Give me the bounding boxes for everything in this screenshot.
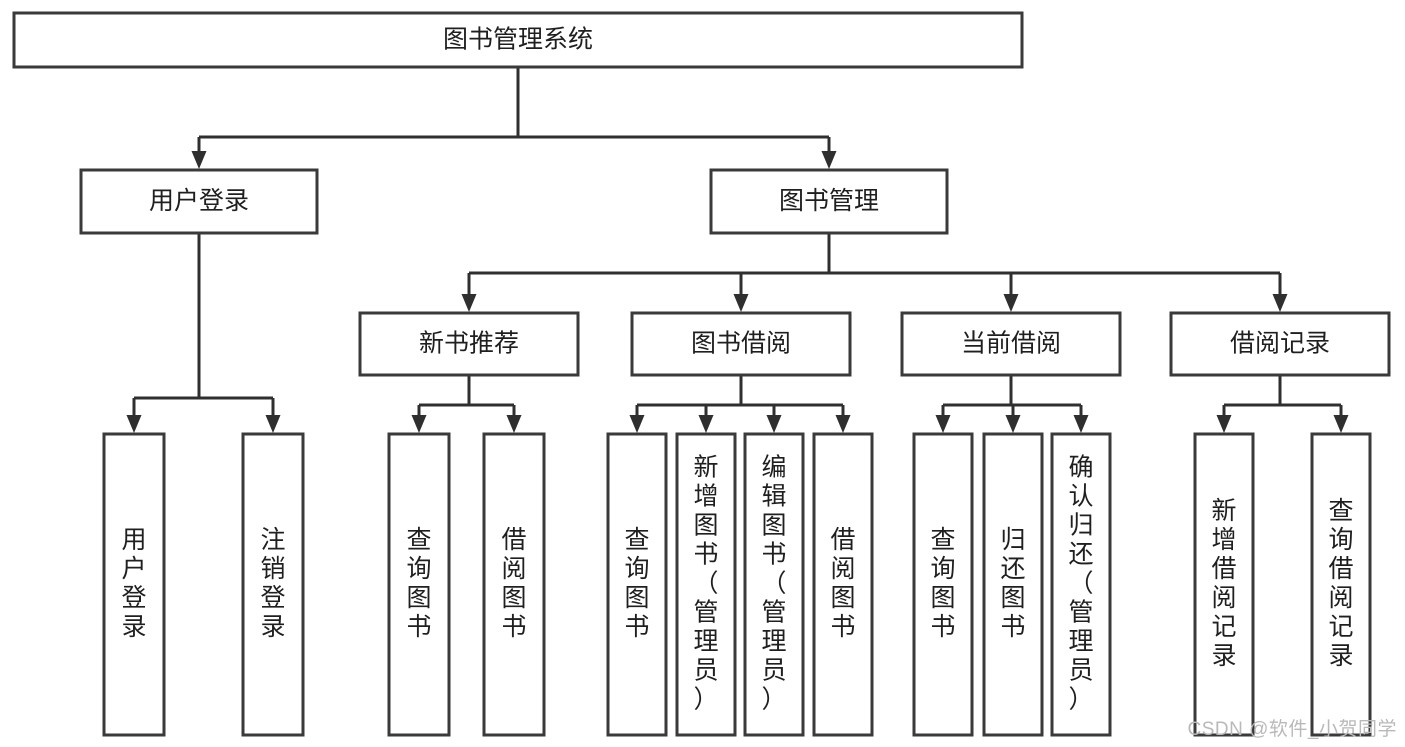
node-label: 新增借阅记录 (1211, 497, 1236, 670)
node-label: 查询图书 (624, 526, 649, 641)
node-l2a[interactable]: 新书推荐 (358, 311, 580, 377)
node-box (1310, 432, 1372, 737)
arrow-head-icon (629, 415, 645, 433)
node-n11[interactable]: 确认归还（管理员） (1050, 432, 1112, 737)
node-label: 图书管理 (779, 187, 879, 215)
arrow-head-icon (265, 415, 281, 433)
connector-layer (126, 67, 1349, 433)
arrow-head-icon (698, 415, 714, 433)
node-layer: 图书管理系统用户登录图书管理新书推荐图书借阅当前借阅借阅记录用户登录注销登录查询… (12, 11, 1391, 737)
node-label: 借阅图书 (501, 526, 526, 641)
node-n01[interactable]: 用户登录 (102, 432, 166, 737)
node-box (387, 432, 451, 737)
node-box (1193, 432, 1255, 737)
connector-group-l1a (126, 233, 281, 433)
arrow-head-icon (191, 151, 207, 169)
arrow-head-icon (461, 294, 477, 312)
node-n06[interactable]: 新增图书（管理员） (675, 432, 737, 737)
node-box (1050, 432, 1112, 737)
node-box (241, 432, 305, 737)
arrow-head-icon (733, 294, 749, 312)
connector-group-l2b (629, 375, 851, 433)
node-label: 归还图书 (1000, 526, 1025, 641)
arrow-head-icon (1333, 415, 1349, 433)
node-box (79, 168, 319, 235)
connector-group-root (191, 67, 837, 169)
node-label: 用户登录 (149, 187, 249, 215)
node-l2d[interactable]: 借阅记录 (1169, 311, 1391, 377)
node-label: 新增图书（管理员） (693, 453, 718, 713)
node-box (900, 311, 1122, 377)
node-label: 新书推荐 (419, 330, 519, 358)
node-n07[interactable]: 编辑图书（管理员） (743, 432, 805, 737)
arrow-head-icon (1216, 415, 1232, 433)
node-box (12, 11, 1024, 69)
node-l1b[interactable]: 图书管理 (709, 168, 949, 235)
node-n05[interactable]: 查询图书 (606, 432, 668, 737)
node-n04[interactable]: 借阅图书 (482, 432, 546, 737)
arrow-head-icon (835, 415, 851, 433)
connector-group-l2a (411, 375, 522, 433)
node-box (358, 311, 580, 377)
node-n08[interactable]: 借阅图书 (812, 432, 874, 737)
node-box (606, 432, 668, 737)
node-box (630, 311, 852, 377)
node-n13[interactable]: 查询借阅记录 (1310, 432, 1372, 737)
node-n10[interactable]: 归还图书 (982, 432, 1044, 737)
node-box (709, 168, 949, 235)
node-root[interactable]: 图书管理系统 (12, 11, 1024, 69)
arrow-head-icon (1073, 415, 1089, 433)
node-label: 借阅图书 (830, 526, 855, 641)
node-box (743, 432, 805, 737)
node-box (482, 432, 546, 737)
node-label: 确认归还（管理员） (1068, 453, 1093, 713)
node-l2c[interactable]: 当前借阅 (900, 311, 1122, 377)
node-n03[interactable]: 查询图书 (387, 432, 451, 737)
arrow-head-icon (1272, 294, 1288, 312)
node-label: 当前借阅 (961, 330, 1061, 358)
node-box (675, 432, 737, 737)
arrow-head-icon (821, 151, 837, 169)
node-box (982, 432, 1044, 737)
node-label: 图书借阅 (691, 330, 791, 358)
node-label: 图书管理系统 (443, 26, 593, 54)
node-label: 用户登录 (121, 526, 146, 641)
node-label: 查询图书 (930, 526, 955, 641)
node-label: 查询借阅记录 (1328, 497, 1353, 670)
arrow-head-icon (126, 415, 142, 433)
connector-group-l1b (461, 233, 1288, 312)
node-label: 借阅记录 (1230, 330, 1330, 358)
node-label: 注销登录 (260, 526, 285, 641)
connector-group-l2c (935, 375, 1089, 433)
node-n12[interactable]: 新增借阅记录 (1193, 432, 1255, 737)
connector-group-l2d (1216, 375, 1349, 433)
node-box (1169, 311, 1391, 377)
node-n09[interactable]: 查询图书 (912, 432, 974, 737)
arrow-head-icon (766, 415, 782, 433)
node-label: 编辑图书（管理员） (761, 453, 786, 713)
node-box (912, 432, 974, 737)
arrow-head-icon (1005, 415, 1021, 433)
arrow-head-icon (506, 415, 522, 433)
arrow-head-icon (935, 415, 951, 433)
node-l2b[interactable]: 图书借阅 (630, 311, 852, 377)
node-n02[interactable]: 注销登录 (241, 432, 305, 737)
node-l1a[interactable]: 用户登录 (79, 168, 319, 235)
node-box (812, 432, 874, 737)
node-label: 查询图书 (406, 526, 431, 641)
node-box (102, 432, 166, 737)
arrow-head-icon (1003, 294, 1019, 312)
arrow-head-icon (411, 415, 427, 433)
